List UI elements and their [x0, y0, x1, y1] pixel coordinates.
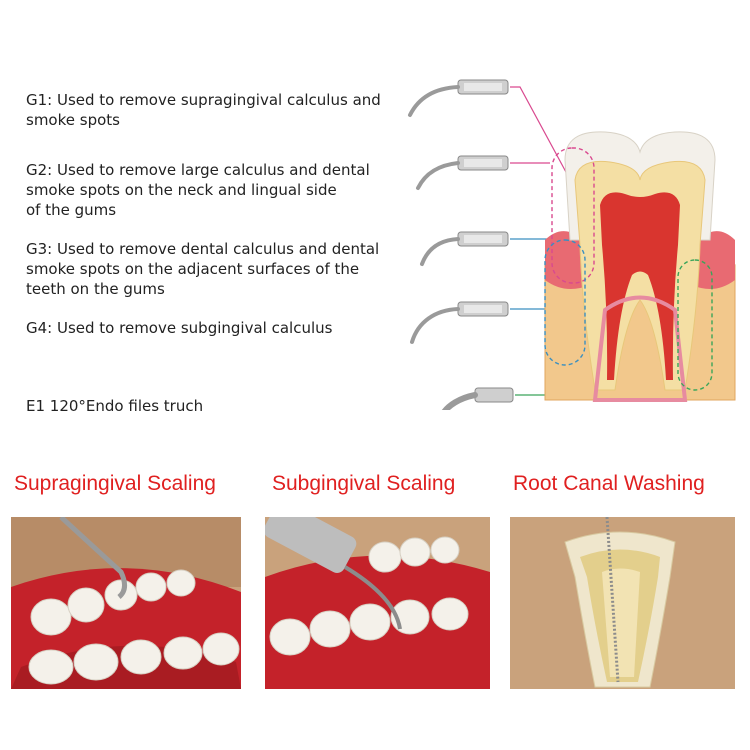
root-canal-washing-photo [510, 517, 735, 689]
g4-description: G4: Used to remove subgingival calculus [26, 319, 333, 337]
g3-description: G3: Used to remove dental calculus and d… [26, 240, 380, 298]
supragingival-scaling-photo [11, 517, 241, 689]
supragingival-zone-highlight [551, 147, 595, 284]
e1-tip-icon [441, 387, 514, 410]
subgingival-scaling-photo [265, 517, 490, 689]
e1-description: E1 120°Endo files truch [26, 397, 204, 415]
g2-description: G2: Used to remove large calculus and de… [26, 161, 370, 219]
supragingival-caption: Supragingival Scaling [14, 472, 216, 495]
tooth-diagram [408, 79, 736, 410]
g1-tip-icon [408, 79, 509, 117]
g4-tip-icon [410, 301, 509, 344]
g3-tip-icon [420, 231, 509, 266]
g1-description: G1: Used to remove supragingival calculu… [26, 91, 381, 129]
g2-tip-icon [416, 155, 509, 190]
subgingival-caption: Subgingival Scaling [272, 472, 456, 495]
g3-connector [510, 238, 549, 270]
interproximal-zone-highlight [544, 239, 586, 366]
root-canal-caption: Root Canal Washing [513, 472, 705, 495]
subgingival-zone-highlight [677, 259, 713, 391]
tooth-cross-section [544, 131, 736, 402]
